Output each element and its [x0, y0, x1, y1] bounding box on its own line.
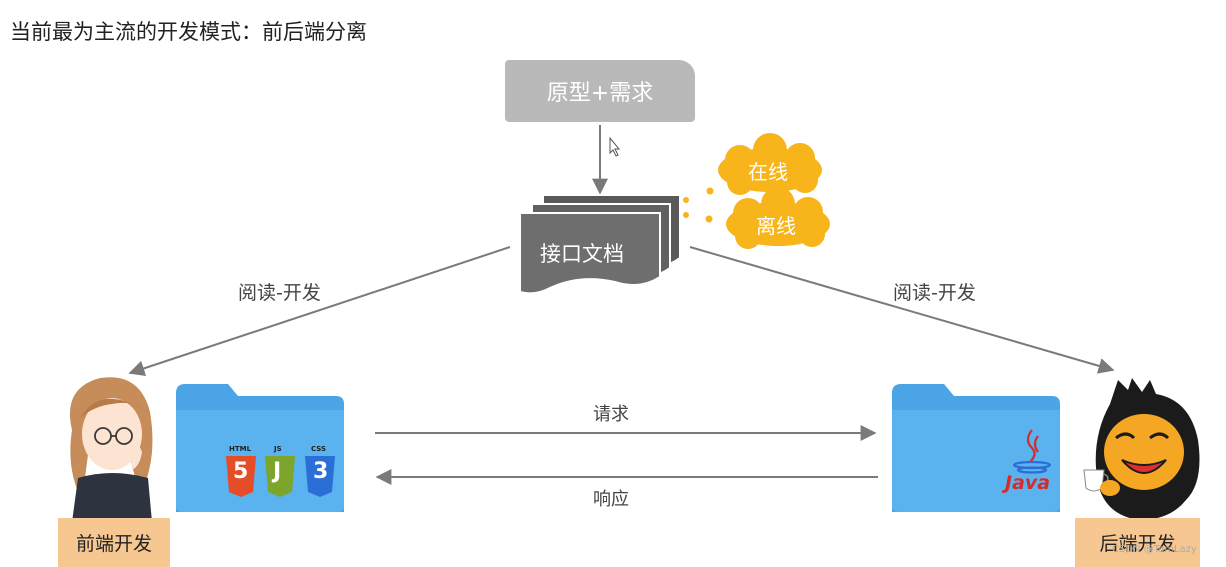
- response-label: 响应: [593, 489, 629, 510]
- css3-caption: CSS: [311, 445, 327, 453]
- cloud-online-icon: [718, 133, 822, 195]
- frontend-developer-avatar: [69, 377, 153, 522]
- java-label: Java: [1005, 472, 1051, 494]
- arrow-doc-to-frontend: [128, 246, 511, 377]
- page-title: 当前最为主流的开发模式：前后端分离: [10, 20, 367, 44]
- frontend-folder-icon: [176, 384, 344, 512]
- js-icon: [265, 456, 295, 497]
- html5-glyph: 5: [233, 459, 249, 484]
- arrow-doc-to-backend: [689, 246, 1115, 374]
- css3-glyph: 3: [313, 459, 329, 484]
- js-glyph: J: [273, 459, 282, 484]
- mouse-cursor-icon: [609, 136, 621, 157]
- connector-dot: [683, 212, 689, 218]
- read-develop-label-right: 阅读-开发: [893, 282, 976, 304]
- cloud-offline-label: 离线: [756, 214, 796, 238]
- watermark: CSDN @TomLazy: [1112, 544, 1197, 555]
- connector-dot: [683, 197, 689, 203]
- prototype-requirements-box: 原型+需求: [505, 60, 695, 122]
- js-caption: JS: [274, 445, 282, 453]
- backend-dev-tag: 后端开发: [1075, 518, 1200, 567]
- backend-developer-avatar: [1083, 378, 1200, 520]
- document-stack-icon: [519, 194, 681, 295]
- connector-dot: [706, 187, 714, 195]
- read-develop-label-left: 阅读-开发: [238, 282, 321, 304]
- css3-icon: [305, 456, 335, 497]
- html5-caption: HTML: [229, 445, 252, 453]
- request-label: 请求: [593, 404, 629, 425]
- api-document-label: 接口文档: [540, 242, 624, 266]
- cloud-offline-icon: [726, 187, 830, 249]
- frontend-dev-tag: 前端开发: [58, 518, 170, 567]
- backend-folder-icon: [892, 384, 1060, 512]
- java-logo-icon: [1012, 429, 1052, 474]
- connector-dot: [705, 215, 713, 223]
- cloud-online-label: 在线: [748, 160, 788, 184]
- html5-icon: [226, 456, 256, 497]
